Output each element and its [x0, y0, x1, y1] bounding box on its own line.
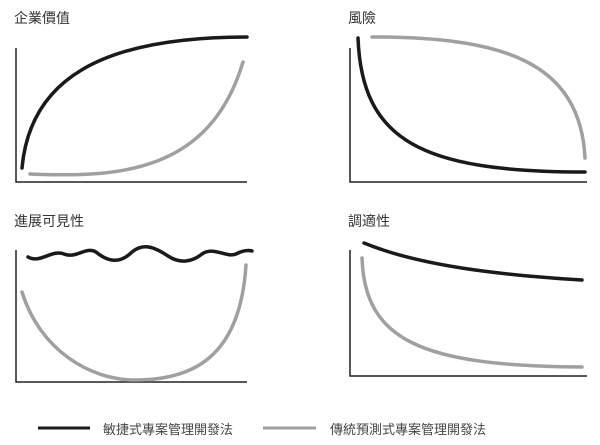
legend-label-agile: 敏捷式專案管理開發法 [103, 423, 234, 438]
legend-label-traditional: 傳統預測式專案管理開發法 [330, 423, 487, 438]
axes-adaptability [349, 250, 587, 377]
agile-curve-business-value [20, 35, 249, 170]
panel-title-risk: 風險 [348, 11, 376, 27]
traditional-curve-adaptability [360, 256, 584, 369]
axes-visibility [15, 250, 247, 383]
panel-title-adaptability: 調適性 [348, 214, 390, 230]
panel-title-business-value: 企業價值 [14, 11, 70, 27]
agile-curve-risk [356, 36, 587, 174]
axes-business-value [15, 48, 247, 183]
agile-curve-adaptability [362, 241, 584, 282]
agile-curve-visibility [26, 245, 254, 263]
axes-risk [349, 48, 587, 183]
traditional-curve-visibility [20, 263, 248, 382]
panel-title-visibility: 進展可見性 [14, 214, 84, 230]
traditional-curve-risk [370, 35, 587, 160]
traditional-curve-business-value [28, 60, 245, 177]
